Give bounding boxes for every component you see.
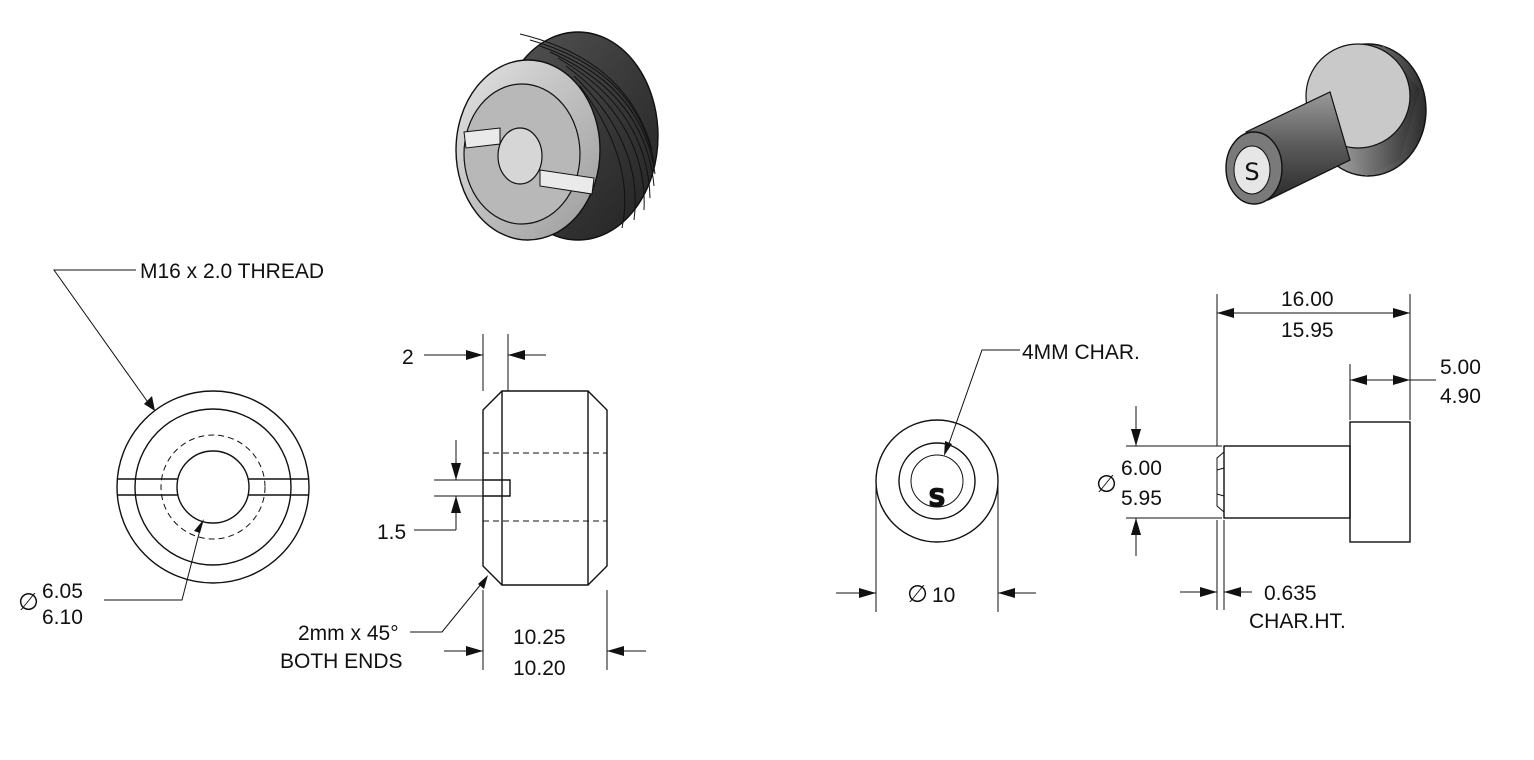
shank-diameter-dimension: ∅ 6.00 5.95 [1096, 406, 1222, 556]
plug-isometric-view [455, 31, 659, 241]
pin-head-circle [875, 419, 999, 543]
head-length-lower: 4.90 [1440, 385, 1481, 408]
slot-depth-value: 1.5 [377, 521, 406, 544]
outer-thread-circle [116, 390, 310, 584]
shank-diameter-upper: 6.00 [1121, 457, 1162, 480]
char-leader: 4MM CHAR. [944, 341, 1140, 456]
pin-shank-rect [1223, 445, 1351, 519]
head-diameter-value: 10 [932, 584, 955, 607]
thread-note: M16 x 2.0 THREAD [140, 260, 324, 283]
diameter-symbol-head: ∅ [907, 580, 928, 608]
char-height-dimension: 0.635 CHAR.HT. [1180, 520, 1346, 633]
char-note: 4MM CHAR. [1022, 341, 1140, 364]
pin-total-lower: 15.95 [1281, 319, 1334, 342]
shank-diameter-lower: 5.95 [1121, 487, 1162, 510]
character-s-end: S [928, 484, 945, 512]
slot-depth-hidden-circle [160, 434, 266, 540]
diameter-symbol-shank: ∅ [1096, 470, 1117, 498]
char-height-value: 0.635 [1264, 582, 1317, 605]
head-length-upper: 5.00 [1440, 356, 1481, 379]
bore-dim-lower: 6.10 [42, 606, 83, 629]
thread-ridges [519, 33, 656, 229]
bore-circle [176, 450, 250, 524]
char-height-label: CHAR.HT. [1249, 610, 1346, 633]
slot-width-value: 2 [402, 346, 414, 369]
pin-total-length-dimension: 16.00 15.95 [1216, 288, 1411, 446]
bore-diameter-dimension: ∅ 6.05 6.10 [18, 519, 204, 629]
plug-side-view [482, 390, 608, 586]
thread-leader: M16 x 2.0 THREAD [53, 260, 324, 411]
pin-isometric-view: S [1225, 43, 1427, 205]
bore-dim-upper: 6.05 [42, 580, 83, 603]
plug-length-dimension: 10.25 10.20 [444, 590, 646, 680]
chamfer-circle [134, 408, 292, 566]
slot-width-dimension: 2 [402, 334, 546, 391]
chamfer-leader: 2mm x 45° BOTH ENDS [280, 575, 488, 673]
pin-total-upper: 16.00 [1281, 288, 1334, 311]
pin-end-view: S [875, 419, 999, 543]
pin-shank-circle [898, 442, 976, 520]
plug-length-lower: 10.20 [513, 657, 566, 680]
plug-length-upper: 10.25 [513, 626, 566, 649]
plug-end-view [116, 390, 310, 584]
slot-depth-dimension: 1.5 [377, 440, 483, 544]
pin-side-view [1216, 421, 1411, 543]
head-length-dimension: 5.00 4.90 [1349, 356, 1481, 420]
diameter-symbol-bore: ∅ [18, 588, 39, 616]
chamfer-note-line1: 2mm x 45° [298, 622, 399, 645]
pin-head-rect [1349, 421, 1411, 543]
chamfer-note-line2: BOTH ENDS [280, 650, 403, 673]
character-s-iso: S [1244, 158, 1259, 186]
head-diameter-dimension: ∅ 10 [836, 485, 1036, 612]
